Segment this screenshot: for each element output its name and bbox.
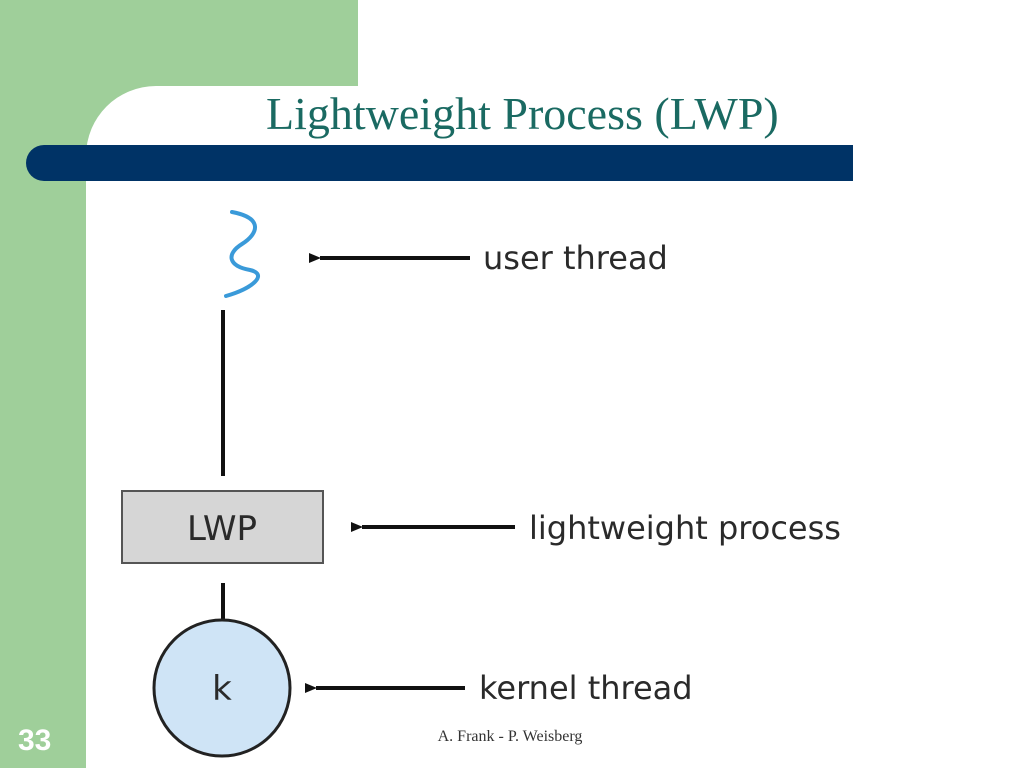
- kernel-thread-circle: [152, 618, 292, 758]
- slide-title: Lightweight Process (LWP): [266, 88, 779, 139]
- lightweight-process-label: lightweight process: [529, 509, 841, 547]
- slide-footer: A. Frank - P. Weisberg: [437, 728, 583, 745]
- title-underline-bar: [26, 145, 853, 181]
- kernel-thread-circle-label: k: [212, 669, 232, 709]
- user-thread-label: user thread: [483, 239, 668, 277]
- kernel-thread-label: kernel thread: [479, 669, 693, 707]
- user-thread-squiggle: [224, 210, 260, 298]
- lwp-box-label: LWP: [187, 509, 257, 549]
- slide-number: 33: [18, 724, 52, 757]
- lwp-box: [121, 490, 324, 564]
